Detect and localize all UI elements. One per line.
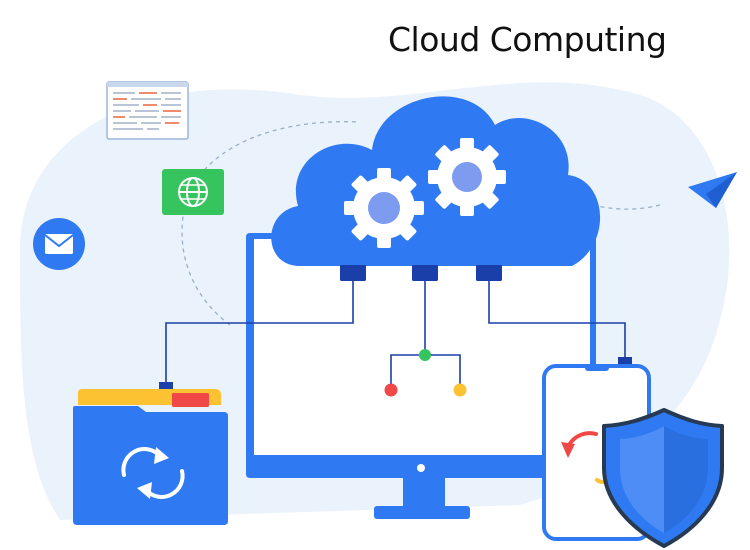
folder-sync-icon [73, 389, 228, 525]
document-window-icon [106, 81, 189, 140]
page-title: Cloud Computing [388, 20, 667, 59]
paper-plane-icon [688, 172, 737, 208]
shield-icon [602, 408, 724, 548]
globe-icon [162, 169, 224, 215]
node-green [419, 349, 431, 361]
gear-icon [344, 168, 424, 248]
node-red [384, 383, 398, 397]
port [159, 382, 173, 389]
gear-icon [428, 138, 506, 216]
node-yellow [453, 383, 467, 397]
envelope-icon [33, 218, 85, 270]
port [618, 357, 632, 364]
